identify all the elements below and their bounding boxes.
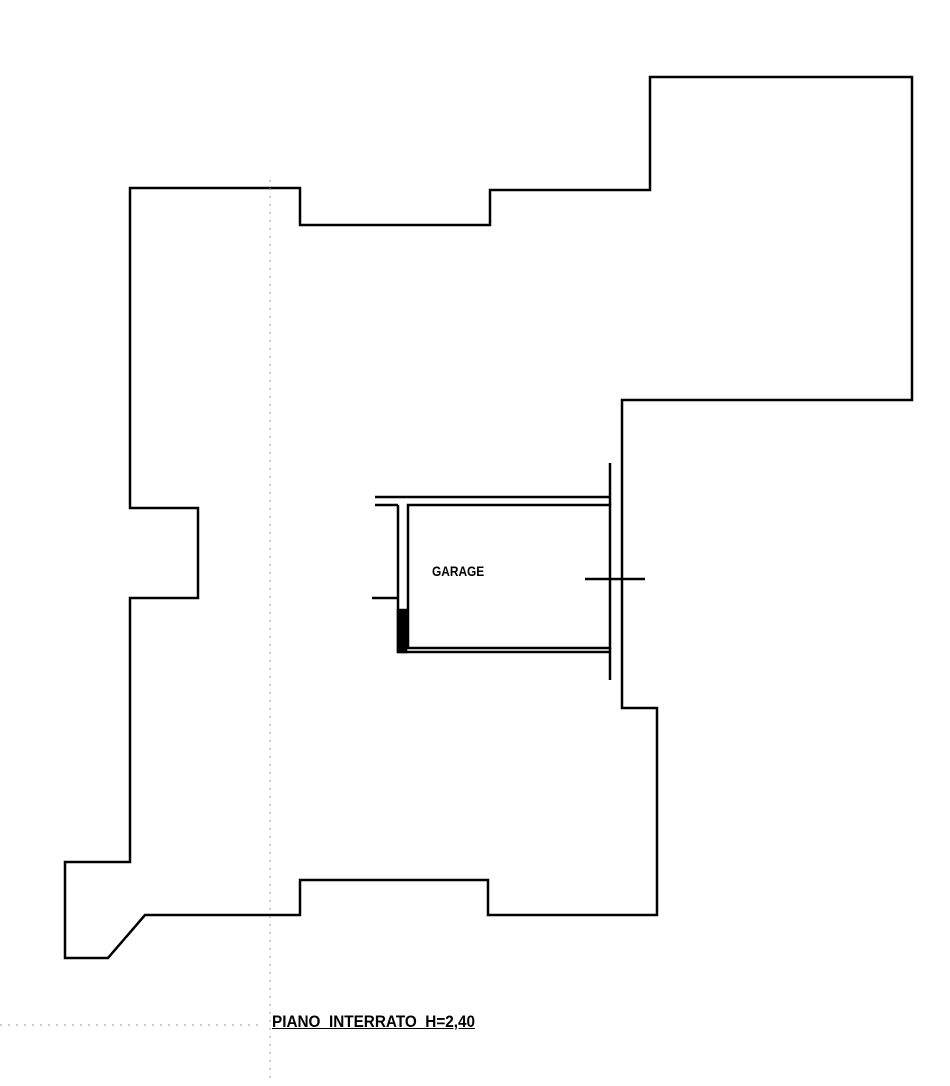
room-label-garage: GARAGE (432, 563, 485, 579)
floor-title: PIANO INTERRATO H=2,40 (272, 1012, 476, 1031)
construction-lines (0, 180, 271, 1080)
building-outline (63, 75, 914, 960)
garage-walls (372, 463, 645, 680)
